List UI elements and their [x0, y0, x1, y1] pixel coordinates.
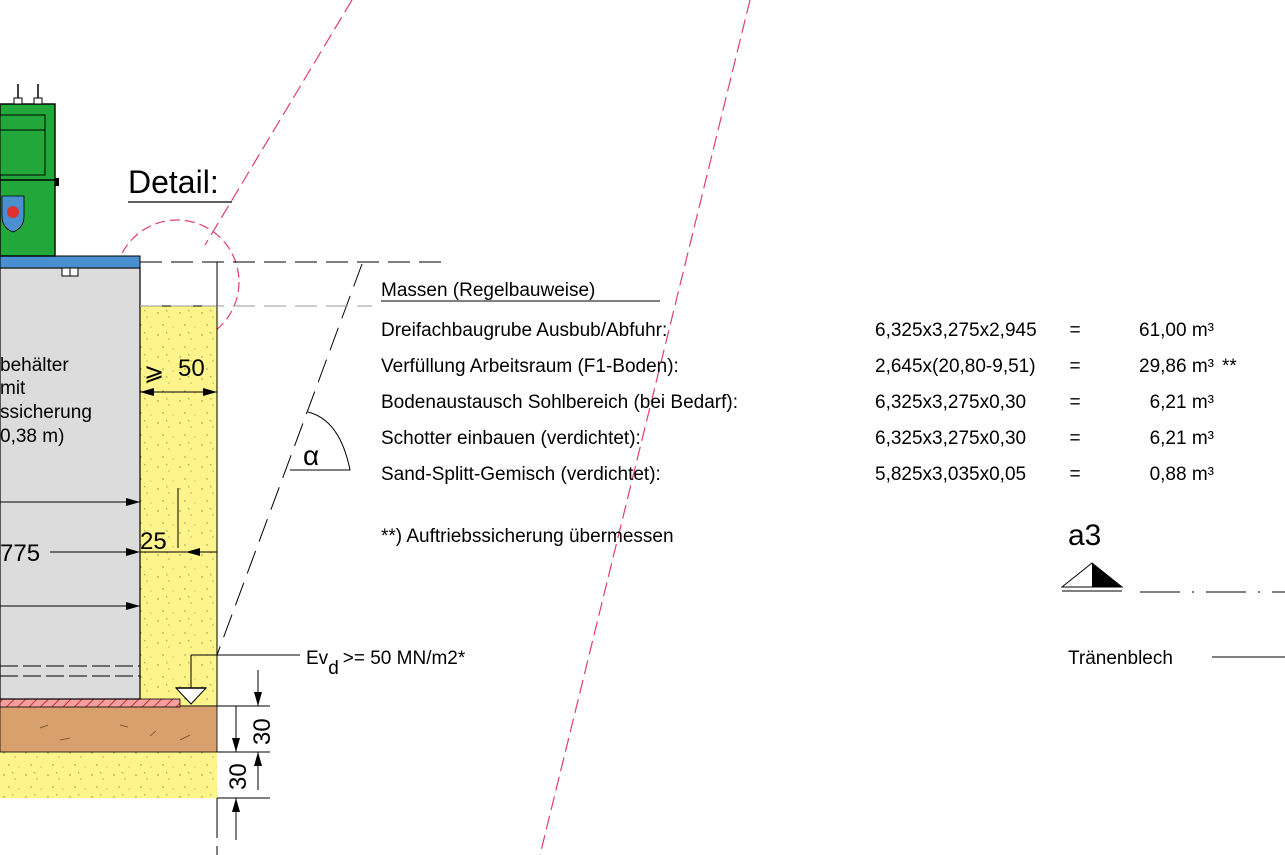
excavation-slope [216, 263, 363, 656]
dim-775-label: 775 [0, 540, 40, 567]
mass-row-value: 6,21 m³ [1150, 392, 1214, 413]
mass-row-label: Verfüllung Arbeitsraum (F1-Boden): [381, 356, 679, 377]
tank-body [0, 267, 141, 700]
mass-row-label: Dreifachbaugrube Ausbub/Abfuhr: [381, 320, 667, 341]
dim-30-lower: 30 [225, 763, 252, 790]
soil-layer [0, 705, 218, 753]
mass-row-eq: = [1069, 320, 1080, 341]
dim-50-label: 50 [178, 355, 205, 382]
section-line-right [539, 0, 751, 855]
masses-footnote: **) Auftriebssicherung übermessen [381, 526, 674, 547]
dim-25-label: 25 [140, 528, 167, 555]
mass-row-label: Sand-Splitt-Gemisch (verdichtet): [381, 464, 661, 485]
mass-row-eq: = [1069, 428, 1080, 449]
detail-heading: Detail: [128, 164, 219, 200]
alpha-label: α [303, 440, 319, 471]
weld-label: a3 [1068, 519, 1101, 552]
mass-row-note: ** [1222, 356, 1237, 377]
mass-row-value: 6,21 m³ [1150, 428, 1214, 449]
mass-row-formula: 6,325x3,275x0,30 [875, 392, 1026, 413]
mass-row-eq: = [1069, 464, 1080, 485]
mass-row-label: Bodenaustausch Sohlbereich (bei Bedarf): [381, 392, 738, 413]
mass-row-label: Schotter einbauen (verdichtet): [381, 428, 641, 449]
mass-row-eq: = [1069, 356, 1080, 377]
mass-row-formula: 5,825x3,035x0,05 [875, 464, 1026, 485]
mass-row-formula: 6,325x3,275x2,945 [875, 320, 1037, 341]
masses-table: Dreifachbaugrube Ausbub/Abfuhr: 6,325x3,2… [381, 320, 1237, 485]
base-plate [0, 698, 181, 708]
gravel-layer [0, 752, 217, 798]
tank-label-line3: ssicherung [0, 402, 92, 423]
mass-row-formula: 6,325x3,275x0,30 [875, 428, 1026, 449]
emblem-icon [1, 195, 25, 233]
tank-label-line4: 0,38 m) [0, 426, 64, 447]
mass-row-formula: 2,645x(20,80-9,51) [875, 356, 1036, 377]
masses-title: Massen (Regelbauweise) [381, 280, 595, 301]
angle-arc [290, 411, 351, 471]
cover-slab [0, 255, 141, 269]
section-line-left [204, 0, 353, 246]
tank-label-line2: mit [0, 378, 26, 399]
mass-row-value: 0,88 m³ [1150, 464, 1214, 485]
traenenblech-label: Tränenblech [1068, 648, 1173, 669]
station-housing [0, 84, 59, 257]
evd-label: Evd>= 50 MN/m2* [306, 648, 466, 679]
dim-30-upper: 30 [249, 718, 276, 745]
ge-symbol: ⩾ [144, 359, 164, 386]
tank-label-line1: behälter [0, 355, 69, 376]
mass-row-eq: = [1069, 392, 1080, 413]
mass-row-value: 61,00 m³ [1139, 320, 1214, 341]
mass-row-value: 29,86 m³ [1139, 356, 1214, 377]
